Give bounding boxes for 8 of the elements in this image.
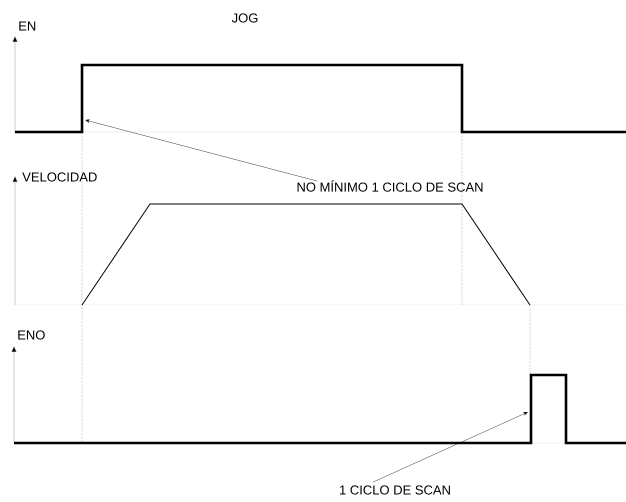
- leader-line: [372, 412, 528, 482]
- annotation-text: 1 CICLO DE SCAN: [340, 485, 450, 495]
- axis-label: VELOCIDAD: [22, 172, 97, 182]
- annotation-text: NO MÍNIMO 1 CICLO DE SCAN: [298, 180, 482, 192]
- axis-label: EN: [19, 22, 36, 30]
- chart-title: JOG: [232, 13, 258, 23]
- axis-label: ENO: [18, 330, 45, 340]
- leader-line: [85, 119, 318, 182]
